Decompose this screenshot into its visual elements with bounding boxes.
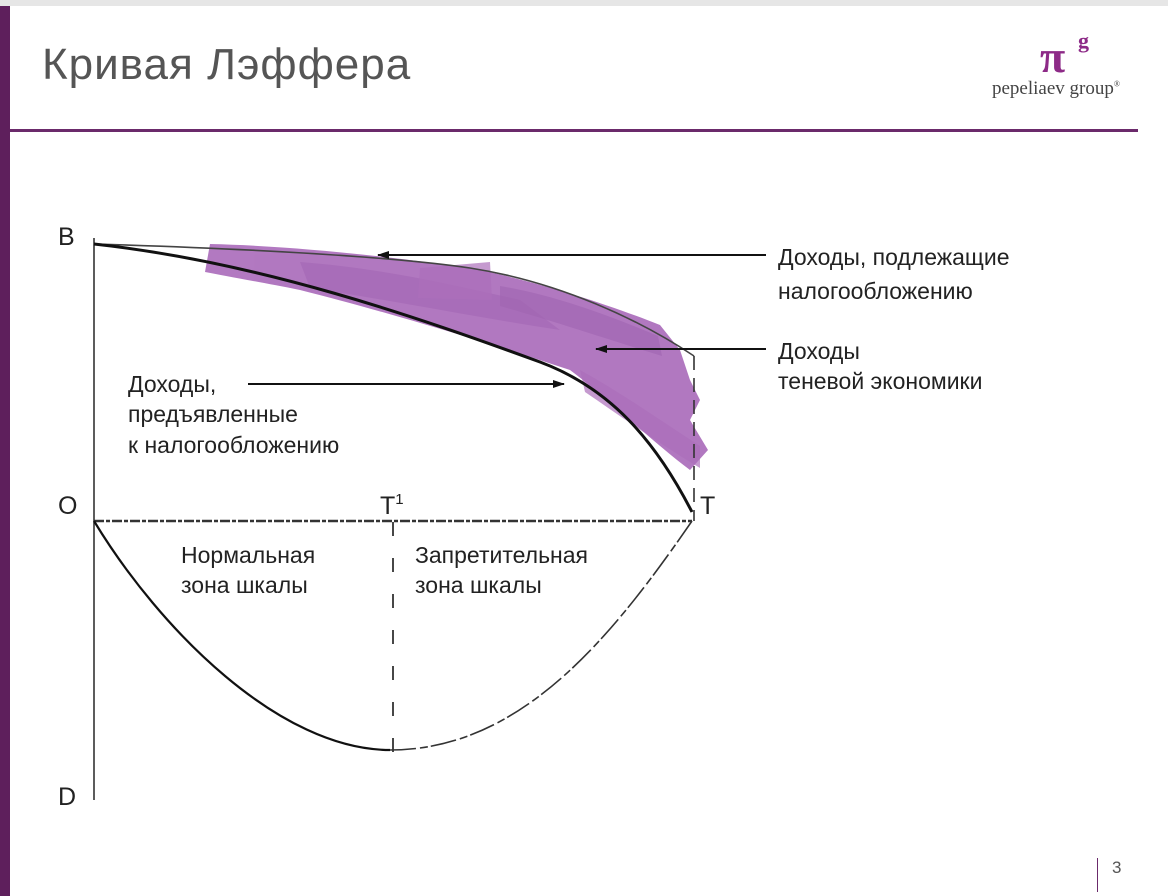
shadow-band-stroke-3 bbox=[500, 286, 662, 356]
annotation-taxable-line-2: налогообложению bbox=[778, 278, 973, 304]
normal-zone-label: Нормальная зона шкалы bbox=[181, 542, 315, 598]
normal-zone-line-1: Нормальная bbox=[181, 542, 315, 568]
window-top-border bbox=[0, 0, 1168, 6]
taxable-income-curve bbox=[93, 243, 695, 357]
logo-superscript: g bbox=[1078, 28, 1089, 53]
point-label-b: B bbox=[58, 223, 75, 251]
prohibitive-zone-line-2: зона шкалы bbox=[415, 572, 542, 598]
page-number-separator bbox=[1097, 858, 1098, 892]
annotation-declared-income: Доходы, предъявленные к налогообложению bbox=[128, 371, 339, 458]
annotation-declared-line-3: к налогообложению bbox=[128, 432, 339, 458]
point-label-t: T bbox=[700, 492, 715, 520]
annotation-declared-line-1: Доходы, bbox=[128, 371, 216, 397]
title-divider bbox=[10, 129, 1138, 132]
annotation-shadow-line-2: теневой экономики bbox=[778, 368, 982, 394]
normal-zone-line-2: зона шкалы bbox=[181, 572, 308, 598]
logo-name: pepeliaev group® bbox=[992, 78, 1120, 99]
slide-title: Кривая Лэффера bbox=[42, 40, 412, 89]
annotation-shadow-economy: Доходы теневой экономики bbox=[778, 338, 982, 394]
page-number: 3 bbox=[1112, 858, 1122, 877]
annotation-declared-line-2: предъявленные bbox=[128, 401, 298, 427]
laffer-revenue-curve-prohibitive-side bbox=[389, 520, 693, 751]
shadow-band-stroke-4 bbox=[580, 370, 700, 468]
point-label-o: O bbox=[58, 492, 77, 520]
annotation-shadow-line-1: Доходы bbox=[778, 338, 860, 364]
annotation-taxable-line-1: Доходы, подлежащие bbox=[778, 244, 1009, 270]
annotation-taxable-income: Доходы, подлежащие налогообложению bbox=[778, 244, 1009, 304]
laffer-revenue-curve-normal-side bbox=[93, 520, 391, 752]
prohibitive-zone-line-1: Запретительная bbox=[415, 542, 588, 568]
slide-left-accent-bar bbox=[0, 6, 10, 896]
point-label-d: D bbox=[58, 783, 76, 811]
declared-income-curve bbox=[93, 242, 694, 513]
shadow-band-stroke-2 bbox=[418, 262, 492, 300]
logo-pi-symbol: π bbox=[1040, 31, 1066, 82]
prohibitive-zone-label: Запретительная зона шкалы bbox=[415, 542, 588, 598]
shadow-band-main bbox=[205, 244, 708, 470]
company-logo: π g pepeliaev group® bbox=[990, 28, 1140, 110]
point-label-t1: T1 bbox=[380, 491, 404, 520]
shadow-economy-band bbox=[205, 244, 708, 470]
